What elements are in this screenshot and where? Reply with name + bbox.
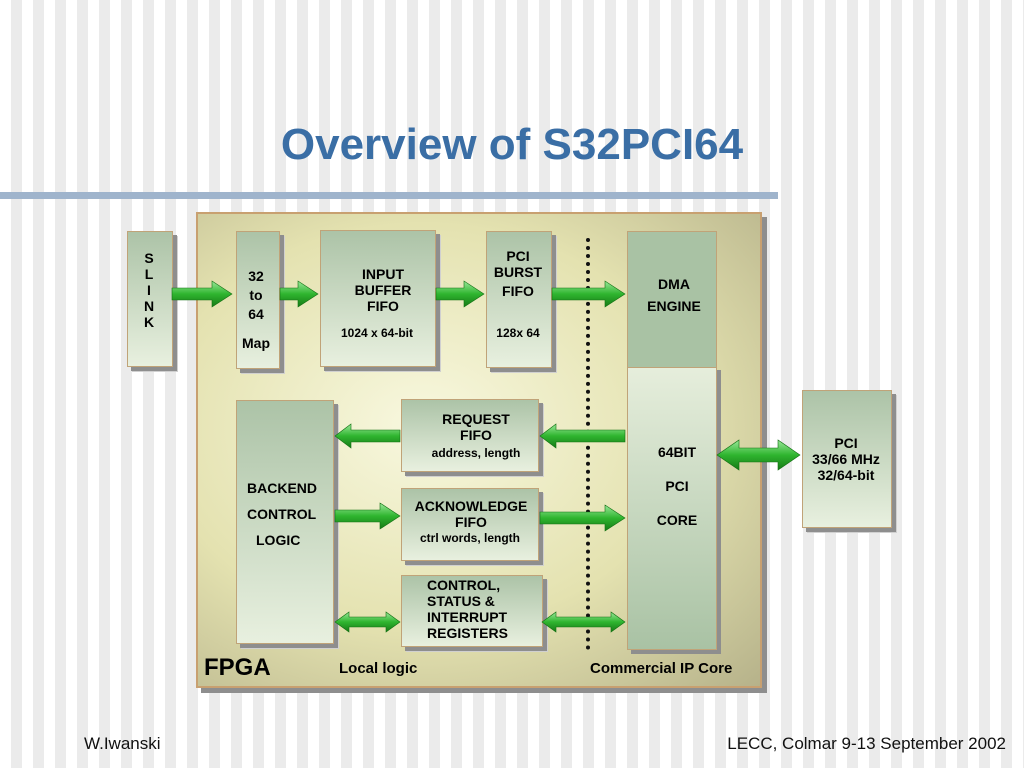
dma-engine-box	[627, 231, 717, 368]
request-fifo-to-backend-arrow	[334, 423, 401, 449]
footer-author: W.Iwanski	[84, 734, 161, 753]
slide-title: Overview of S32PCI64	[280, 120, 744, 169]
burst-fifo-size: 128x 64	[496, 326, 540, 340]
burst-fifo-to-dma-arrow	[551, 280, 626, 308]
input-buffer-fifo-box	[320, 230, 436, 367]
backend-control-logic-box	[236, 400, 334, 644]
acknowledge-fifo-box	[401, 488, 539, 561]
map-label-bottom: Map	[242, 335, 270, 351]
ack-fifo-to-core-arrow	[539, 504, 626, 532]
backend-label-3: LOGIC	[256, 532, 301, 548]
ip-core-boundary-line	[586, 238, 590, 650]
acknowledge-fifo-note: ctrl words, length	[419, 531, 520, 545]
pci-core-label: 64BIT PCI CORE	[656, 444, 698, 528]
commercial-ip-core-label: Commercial IP Core	[590, 660, 733, 677]
request-fifo-note: address, length	[431, 446, 521, 460]
backend-to-ack-fifo-arrow	[334, 502, 401, 530]
backend-registers-arrow	[334, 611, 401, 633]
map-box	[236, 231, 280, 369]
input-fifo-to-burst-fifo-arrow	[435, 280, 485, 308]
registers-core-arrow	[541, 611, 626, 633]
title-rule	[0, 192, 778, 199]
map-to-input-fifo-arrow	[279, 280, 319, 308]
request-fifo-box	[401, 399, 539, 472]
backend-label-2: CONTROL	[247, 506, 317, 522]
registers-box	[401, 575, 543, 647]
core-pci-bus-arrow	[716, 439, 801, 471]
burst-fifo-box	[486, 231, 552, 368]
core-to-request-fifo-arrow	[539, 423, 626, 449]
fpga-label: FPGA	[204, 654, 271, 681]
input-buffer-fifo-size: 1024 x 64-bit	[340, 326, 414, 340]
local-logic-label: Local logic	[339, 660, 418, 677]
slink-to-map-arrow	[171, 280, 233, 308]
pci-bus-box	[802, 390, 892, 528]
pci-core-box	[627, 366, 717, 650]
footer-event: LECC, Colmar 9-13 September 2002	[727, 734, 1006, 753]
backend-label-1: BACKEND	[247, 480, 317, 496]
